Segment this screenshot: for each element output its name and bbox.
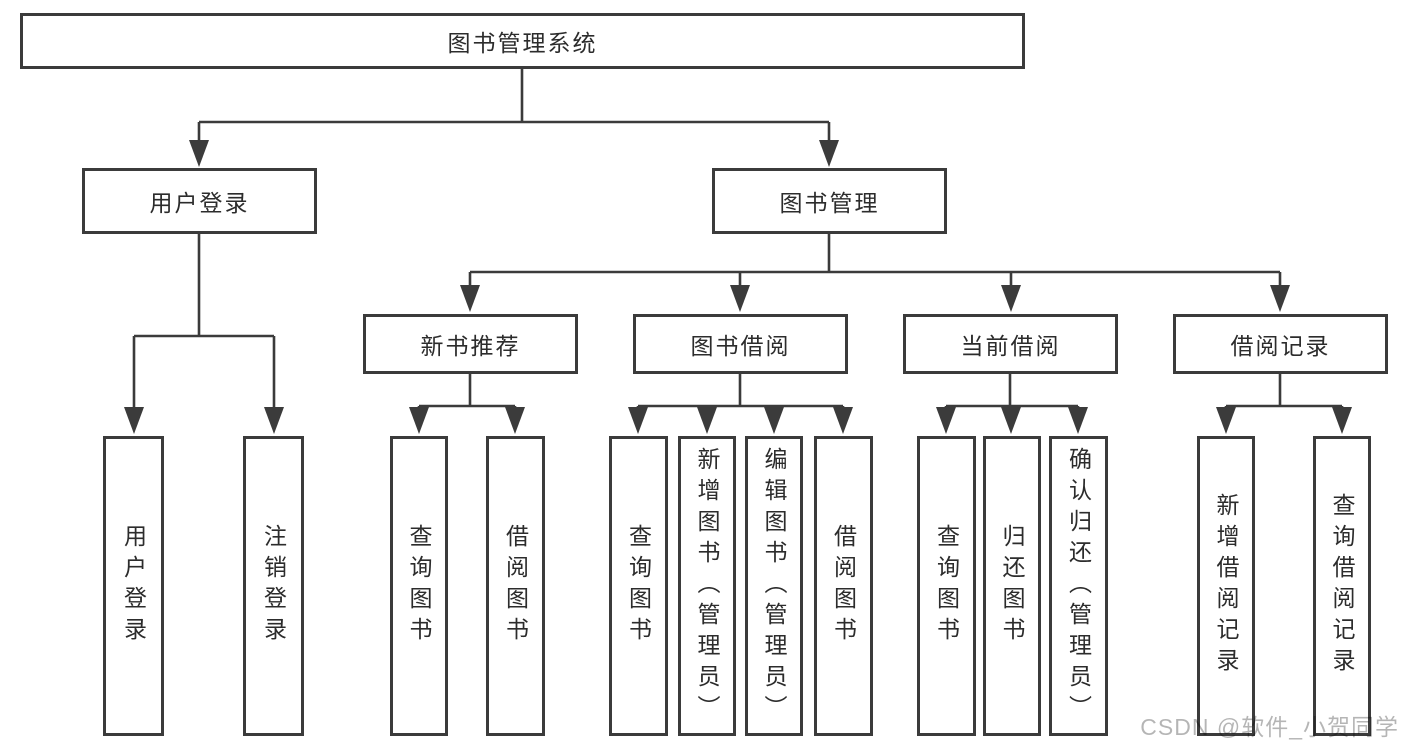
arrow-down-icon bbox=[833, 407, 853, 434]
node-leaf-borrow-books-newbook: 借阅图书 bbox=[486, 436, 545, 736]
arrow-down-icon bbox=[1270, 285, 1290, 312]
arrow-down-icon bbox=[628, 407, 648, 434]
arrow-down-icon bbox=[697, 407, 717, 434]
arrow-down-icon bbox=[264, 407, 284, 434]
node-leaf-borrow-books-borrow: 借阅图书 bbox=[814, 436, 873, 736]
arrowheads bbox=[124, 140, 1352, 434]
node-leaf-query-borrow-record: 查询借阅记录 bbox=[1313, 436, 1371, 736]
node-current-borrow: 当前借阅 bbox=[903, 314, 1118, 374]
node-book-management: 图书管理 bbox=[712, 168, 947, 234]
node-new-book-recommend: 新书推荐 bbox=[363, 314, 578, 374]
arrow-down-icon bbox=[1332, 407, 1352, 434]
node-leaf-logout: 注销登录 bbox=[243, 436, 304, 736]
arrow-down-icon bbox=[1001, 407, 1021, 434]
node-system-root: 图书管理系统 bbox=[20, 13, 1025, 69]
arrow-down-icon bbox=[505, 407, 525, 434]
node-leaf-edit-book-admin: 编辑图书（管理员） bbox=[745, 436, 803, 736]
node-leaf-query-books-newbook: 查询图书 bbox=[390, 436, 448, 736]
arrow-down-icon bbox=[1216, 407, 1236, 434]
arrow-down-icon bbox=[409, 407, 429, 434]
node-leaf-query-books-borrow: 查询图书 bbox=[609, 436, 668, 736]
node-book-borrow: 图书借阅 bbox=[633, 314, 848, 374]
arrow-down-icon bbox=[936, 407, 956, 434]
arrow-down-icon bbox=[764, 407, 784, 434]
node-leaf-add-book-admin: 新增图书（管理员） bbox=[678, 436, 736, 736]
node-leaf-user-login: 用户登录 bbox=[103, 436, 164, 736]
csdn-watermark: CSDN @软件_小贺同学 bbox=[1140, 714, 1399, 740]
node-leaf-query-books-current: 查询图书 bbox=[917, 436, 976, 736]
arrow-down-icon bbox=[124, 407, 144, 434]
arrow-down-icon bbox=[1068, 407, 1088, 434]
node-leaf-confirm-return-admin: 确认归还（管理员） bbox=[1049, 436, 1108, 736]
node-leaf-return-book: 归还图书 bbox=[983, 436, 1041, 736]
arrow-down-icon bbox=[1001, 285, 1021, 312]
node-borrow-records: 借阅记录 bbox=[1173, 314, 1388, 374]
node-leaf-add-borrow-record: 新增借阅记录 bbox=[1197, 436, 1255, 736]
arrow-down-icon bbox=[730, 285, 750, 312]
node-user-login: 用户登录 bbox=[82, 168, 317, 234]
arrow-down-icon bbox=[460, 285, 480, 312]
arrow-down-icon bbox=[189, 140, 209, 167]
arrow-down-icon bbox=[819, 140, 839, 167]
